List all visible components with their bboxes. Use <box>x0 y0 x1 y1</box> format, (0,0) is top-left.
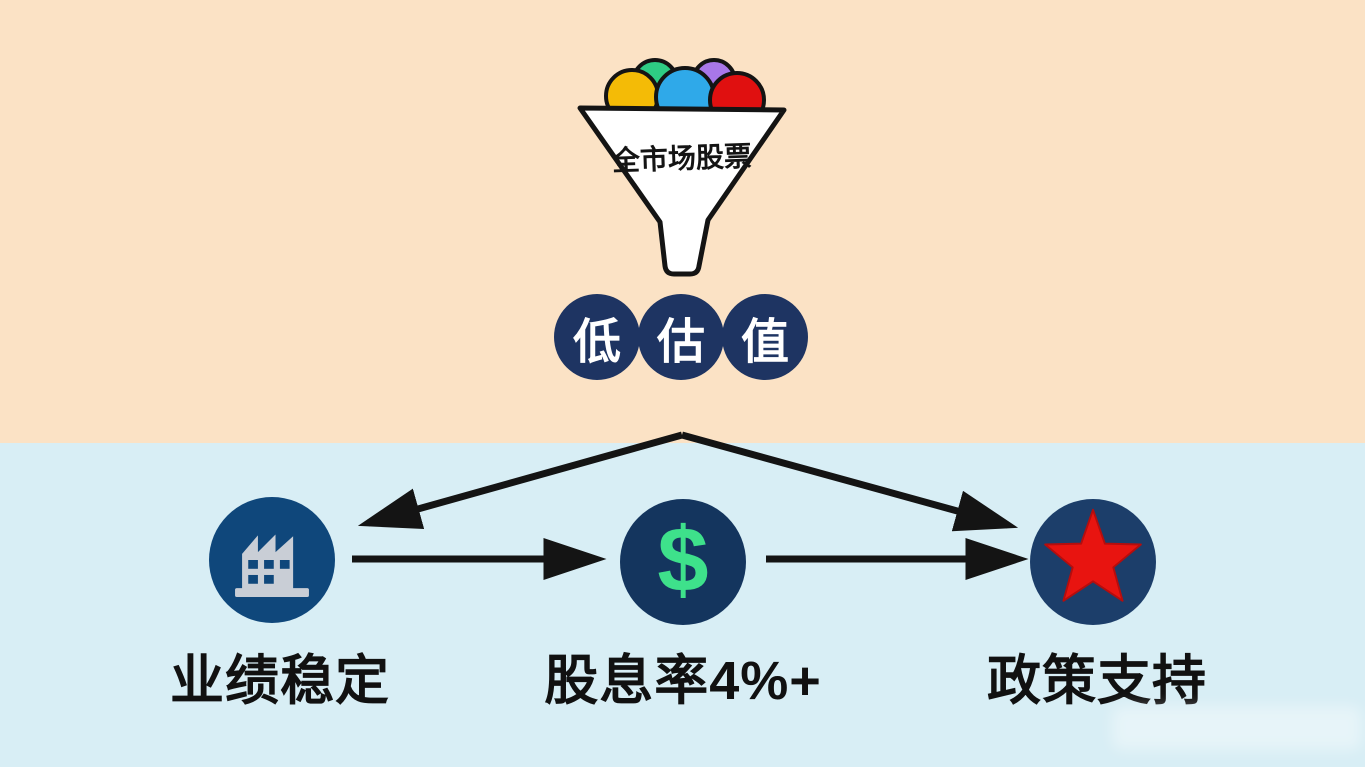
filter-char: 低 <box>572 316 621 369</box>
factory-icon <box>235 534 309 597</box>
criterion-circle-performance <box>209 497 335 623</box>
label-performance: 业绩稳定 <box>170 651 390 711</box>
filter-circle-valuation-1: 估 <box>638 294 724 380</box>
criterion-circle-policy <box>1030 499 1156 625</box>
funnel-graphic: 全市场股票 <box>577 58 787 277</box>
filter-circle-valuation-2: 值 <box>722 294 808 380</box>
funnel-label: 全市场股票 <box>610 140 752 177</box>
label-policy: 政策支持 <box>987 651 1207 711</box>
dollar-icon: $ <box>657 509 709 611</box>
watermark-smudge <box>1112 706 1362 750</box>
filter-char: 估 <box>656 316 705 369</box>
filter-result-row: 低 估 值 <box>554 294 808 380</box>
filter-char: 值 <box>740 316 789 369</box>
criterion-circle-dividend: $ <box>620 499 746 625</box>
funnel-icon <box>577 105 787 277</box>
label-dividend: 股息率4%+ <box>544 651 822 711</box>
filter-circle-low: 低 <box>554 294 640 380</box>
star-icon <box>1044 508 1142 602</box>
